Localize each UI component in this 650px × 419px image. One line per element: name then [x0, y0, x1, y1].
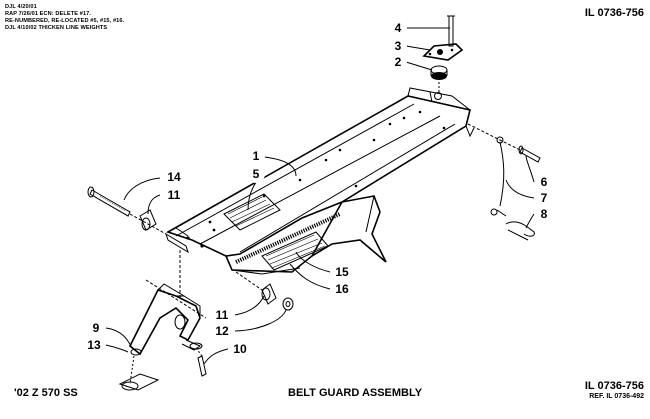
revision-note: RE-NUMBERED, RE-LOCATED #5, #15, #16.: [5, 18, 125, 24]
mounting-bolt-lower: [197, 355, 207, 377]
callout-14: 14: [167, 170, 181, 184]
callouts: 1 2 3 4 5 6 7 8 9 10 11 11 12 13 14 15 1…: [83, 19, 553, 360]
decal-upper: [223, 193, 281, 231]
callout-15: 15: [335, 265, 349, 279]
revision-note: DJL 4/20/01: [5, 4, 37, 10]
callout-4: 4: [395, 21, 402, 35]
bushing-right: [261, 283, 277, 305]
callout-3: 3: [395, 39, 402, 53]
callout-16: 16: [335, 282, 349, 296]
callout-13: 13: [87, 338, 101, 352]
grommet: [430, 65, 448, 80]
bracket-washer: [130, 342, 203, 356]
callout-11-lower: 11: [216, 308, 229, 322]
hinge-bracket: [128, 283, 202, 356]
belt-guard: [165, 87, 475, 275]
revision-note: RAP 7/26/01 ECN: DELETE #17.: [5, 11, 92, 17]
callout-5: 5: [253, 167, 260, 181]
bushing-left: [139, 209, 157, 231]
callout-7: 7: [541, 191, 548, 205]
revision-note: DJL 4/10/02 THICKEN LINE WEIGHTS: [5, 25, 108, 31]
decal-strip: [235, 212, 341, 264]
tether-cable: [490, 136, 507, 217]
callout-1: 1: [253, 149, 260, 163]
mount-plate: [422, 43, 464, 61]
clevis-pin: [518, 145, 541, 163]
footer-illustration-id: IL 0736-756: [584, 380, 644, 392]
hinge-bolt: [87, 186, 131, 217]
callout-12: 12: [215, 324, 229, 338]
mount-pin: [447, 15, 455, 47]
decal-lower: [261, 231, 329, 271]
assembly-title: BELT GUARD ASSEMBLY: [288, 387, 423, 399]
callout-2: 2: [395, 55, 402, 69]
reference-id: REF. IL 0736-492: [589, 393, 644, 400]
callout-10: 10: [233, 342, 247, 356]
retaining-clip: [505, 221, 535, 241]
illustration-id: IL 0736-756: [584, 7, 644, 19]
callout-6: 6: [541, 175, 548, 189]
leader-lines: [105, 27, 535, 365]
model-label: '02 Z 570 SS: [14, 387, 78, 399]
callout-8: 8: [541, 207, 548, 221]
callout-9: 9: [93, 321, 100, 335]
mounting-pad: [118, 373, 160, 391]
lock-nut: [282, 297, 294, 311]
callout-11-upper: 11: [168, 188, 181, 202]
